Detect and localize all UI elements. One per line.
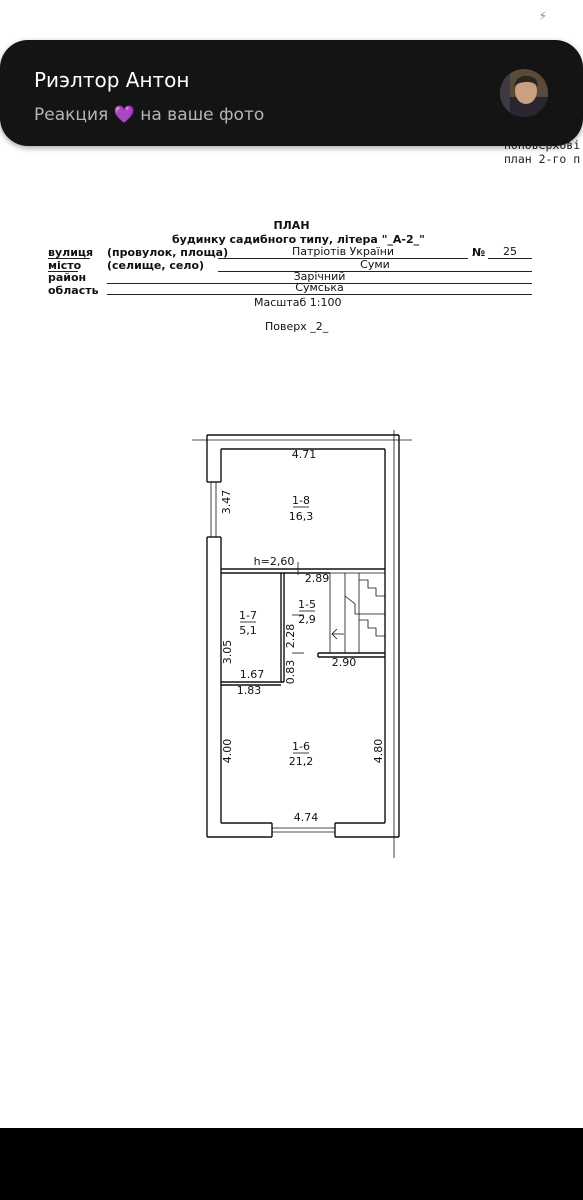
district-value-line bbox=[107, 283, 532, 284]
dim-room15-height: 2.28 bbox=[284, 624, 297, 649]
dim-room16-left: 4.00 bbox=[221, 739, 234, 764]
dim-stair-top: 2.89 bbox=[305, 572, 330, 585]
status-bar: ⚡ bbox=[0, 0, 583, 36]
dim-ceiling-height: h=2,60 bbox=[254, 555, 295, 568]
region-value: Сумська bbox=[295, 281, 344, 294]
village-label: (селище, село) bbox=[107, 259, 205, 272]
plan-subtitle: будинку садибного типу, літера "_А-2_" bbox=[172, 233, 425, 246]
region-value-line bbox=[107, 294, 532, 295]
floor-plan-drawing: 4.71 3.47 1-8 16,3 h=2,60 2.89 1-5 2,9 1… bbox=[192, 430, 412, 858]
charging-icon: ⚡ bbox=[538, 9, 547, 23]
region-label: область bbox=[48, 284, 99, 297]
city-value-line bbox=[218, 271, 532, 272]
purple-heart-icon: 💜 bbox=[113, 105, 135, 125]
dim-bottom-width: 4.74 bbox=[294, 811, 319, 824]
windows bbox=[210, 482, 335, 833]
dim-room17-width: 1.67 bbox=[240, 668, 265, 681]
avatar-edge bbox=[500, 69, 510, 117]
room-16-id: 1-6 bbox=[292, 740, 310, 753]
city-label-underline bbox=[48, 271, 78, 272]
city-value: Суми bbox=[360, 258, 390, 271]
room-16-area: 21,2 bbox=[289, 755, 314, 768]
notification-sender: Риэлтор Антон bbox=[34, 68, 190, 92]
avatar-shirt bbox=[500, 97, 548, 117]
dim-room17-height: 3.05 bbox=[221, 640, 234, 665]
extension-lines bbox=[192, 430, 412, 858]
room-17-id: 1-7 bbox=[239, 609, 257, 622]
room-18-area: 16,3 bbox=[289, 510, 314, 523]
stair-steps-upper bbox=[359, 579, 385, 597]
room-15-id: 1-5 bbox=[298, 598, 316, 611]
stair-steps-middle bbox=[344, 595, 385, 615]
street-value-line bbox=[218, 258, 468, 259]
district-value: Зарічний bbox=[293, 270, 346, 283]
avatar[interactable] bbox=[500, 69, 548, 117]
plan-subtitle-text: будинку садибного типу, літера bbox=[172, 233, 378, 246]
floor-label: Поверх _2_ bbox=[265, 320, 329, 333]
scale-label: Масштаб 1:100 bbox=[254, 296, 342, 309]
avatar-hair bbox=[514, 75, 538, 87]
plan-title: ПЛАН bbox=[273, 219, 310, 232]
street-label: вулиця bbox=[48, 246, 94, 259]
dim-room16-right: 4.80 bbox=[372, 739, 385, 764]
city-label: місто bbox=[48, 259, 82, 272]
avatar-image bbox=[500, 69, 548, 117]
avatar-face bbox=[515, 78, 537, 104]
dim-room18-height: 3.47 bbox=[220, 490, 233, 515]
lane-label: (провулок, площа) bbox=[107, 246, 229, 259]
street-value: Патріотів України bbox=[291, 245, 395, 258]
notification-message-suffix: на ваше фото bbox=[140, 105, 265, 125]
room-15-area: 2,9 bbox=[298, 613, 316, 626]
notification-message-prefix: Реакция bbox=[34, 105, 109, 125]
dim-corridor-width: 1.83 bbox=[237, 684, 262, 697]
number-value: 25 bbox=[503, 245, 517, 258]
system-navigation-bar bbox=[0, 1128, 583, 1200]
number-value-line bbox=[488, 258, 532, 259]
corner-text-line-3: план 2-го п bbox=[504, 152, 581, 166]
notification-message: Реакция 💜 на ваше фото bbox=[34, 105, 264, 125]
message-notification[interactable]: Риэлтор Антон Реакция 💜 на ваше фото bbox=[0, 40, 583, 146]
street-label-underline bbox=[48, 258, 90, 259]
stair-steps-lower bbox=[359, 619, 385, 637]
plan-litera: "_А-2_" bbox=[381, 233, 425, 246]
district-label: район bbox=[48, 271, 87, 284]
dim-small-gap: 0.83 bbox=[284, 660, 297, 685]
dim-top-width: 4.71 bbox=[292, 448, 317, 461]
stair-arrow-head bbox=[331, 628, 338, 640]
plan-document: Д поповерхові план 2-го п ПЛАН будинку с… bbox=[48, 125, 581, 858]
room-18-id: 1-8 bbox=[292, 494, 310, 507]
dim-stair-bottom: 2.90 bbox=[332, 656, 357, 669]
room-17-area: 5,1 bbox=[239, 624, 257, 637]
staircase bbox=[329, 572, 385, 653]
number-label: № bbox=[472, 246, 486, 259]
